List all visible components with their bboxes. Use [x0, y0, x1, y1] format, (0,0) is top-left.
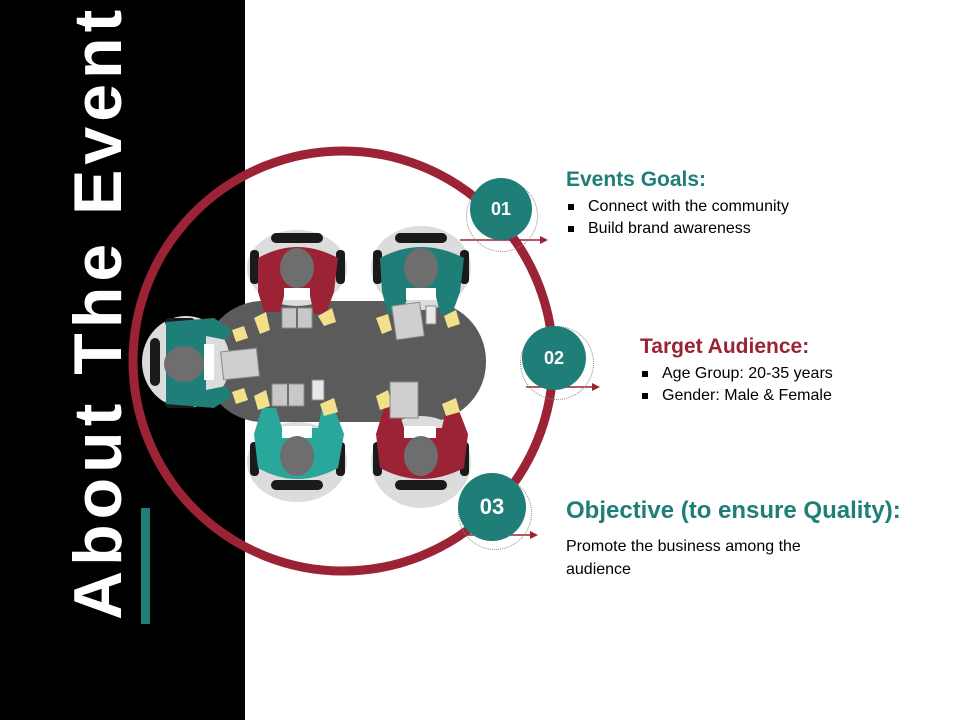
target-audience-heading: Target Audience:	[640, 335, 810, 358]
person-top-left	[247, 230, 347, 334]
person-bottom-right	[371, 390, 471, 508]
number-label-02: 02	[543, 347, 565, 368]
list-item: Gender: Male & Female	[640, 385, 833, 407]
list-item: Age Group: 20-35 years	[640, 363, 833, 385]
events-goals-list: Connect with the community Build brand a…	[566, 196, 789, 240]
number-badge-02: 02	[522, 326, 586, 390]
item-events-goals: Events Goals: Connect with the community…	[566, 168, 789, 240]
number-badge-01: 01	[470, 178, 532, 240]
title-accent-bar	[141, 508, 150, 624]
number-label-01: 01	[490, 198, 512, 219]
person-bottom-left	[247, 390, 347, 502]
list-item: Connect with the community	[566, 196, 789, 218]
objective-heading: Objective (to ensure Quality):	[566, 497, 901, 524]
number-label-03: 03	[479, 494, 505, 519]
item-target-audience: Target Audience: Age Group: 20-35 years …	[640, 335, 833, 407]
objective-text: Promote the business among the audience	[566, 538, 801, 578]
person-top-right	[371, 226, 471, 334]
person-left	[142, 316, 248, 408]
list-item: Build brand awareness	[566, 218, 789, 240]
target-audience-list: Age Group: 20-35 years Gender: Male & Fe…	[640, 363, 833, 407]
item-objective: Objective (to ensure Quality): Promote t…	[566, 497, 901, 581]
events-goals-heading: Events Goals:	[566, 168, 707, 191]
number-badge-03: 03	[458, 473, 526, 541]
table-papers	[220, 301, 437, 419]
